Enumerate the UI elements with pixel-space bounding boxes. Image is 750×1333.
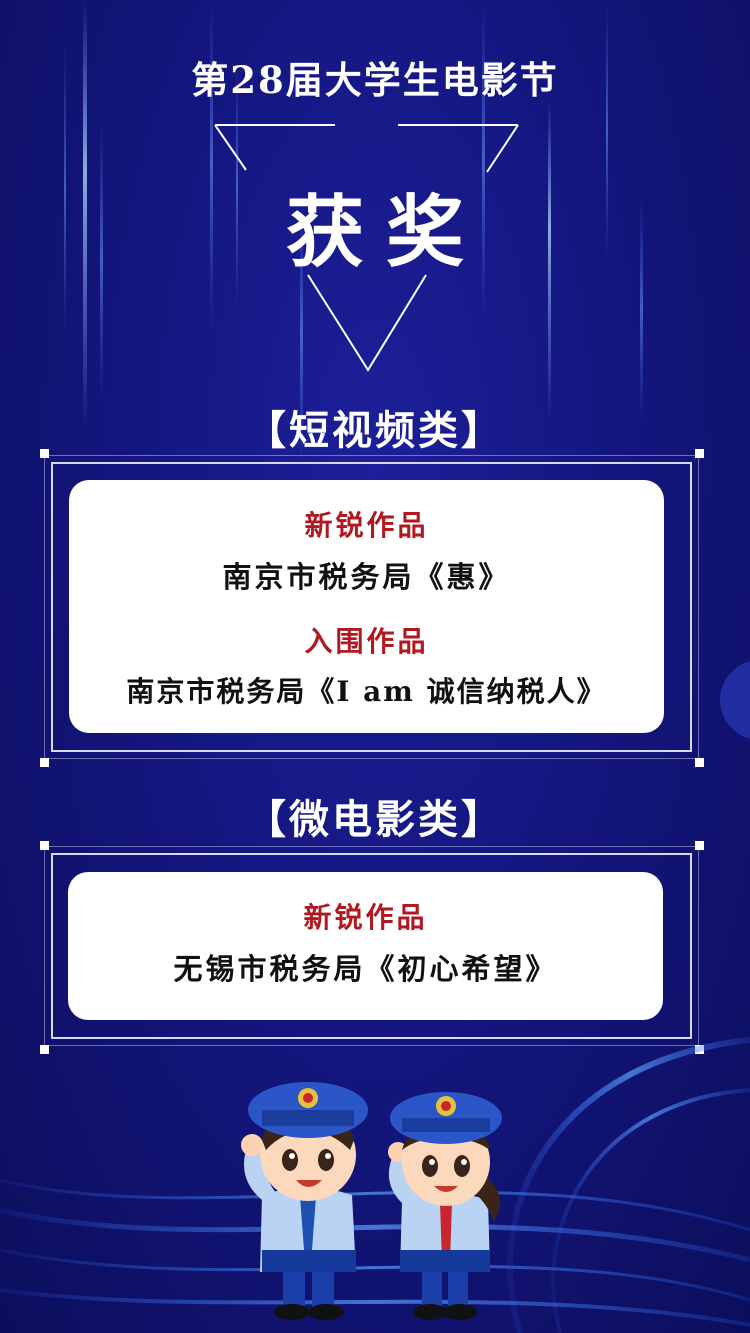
section-heading-short-video: 【短视频类】 — [246, 407, 504, 454]
item-label: 新锐作品 — [303, 901, 428, 934]
frame-corner — [695, 758, 704, 767]
short-video-frame — [44, 455, 699, 759]
frame-corner — [695, 449, 704, 458]
award-heading: 获奖 — [285, 187, 486, 278]
item-work: 无锡市税务局《初心希望》 — [173, 952, 558, 986]
frame-corner — [40, 449, 49, 458]
frame-corner — [40, 1045, 49, 1054]
item-work: 南京市税务局《I am 诚信纳税人》 — [126, 675, 607, 708]
page-title: 第28届大学生电影节 — [191, 58, 559, 102]
frame-corner — [695, 841, 704, 850]
item-label: 入围作品 — [304, 625, 429, 658]
item-work: 南京市税务局《惠》 — [222, 560, 511, 594]
section-heading-micro-film: 【微电影类】 — [246, 796, 504, 843]
short-video-card: 新锐作品 南京市税务局《惠》 入围作品 南京市税务局《I am 诚信纳税人》 — [69, 480, 664, 733]
male-tax-officer-mascot — [241, 1082, 368, 1320]
frame-corner — [40, 758, 49, 767]
frame-outer-line — [44, 846, 699, 1046]
light-waves — [0, 1037, 750, 1333]
frame-outer-line — [44, 455, 699, 759]
micro-film-frame — [44, 846, 699, 1046]
frame-corner — [40, 841, 49, 850]
female-tax-officer-mascot — [388, 1092, 502, 1320]
item-label: 新锐作品 — [304, 509, 429, 542]
micro-film-card: 新锐作品 无锡市税务局《初心希望》 — [68, 872, 663, 1020]
